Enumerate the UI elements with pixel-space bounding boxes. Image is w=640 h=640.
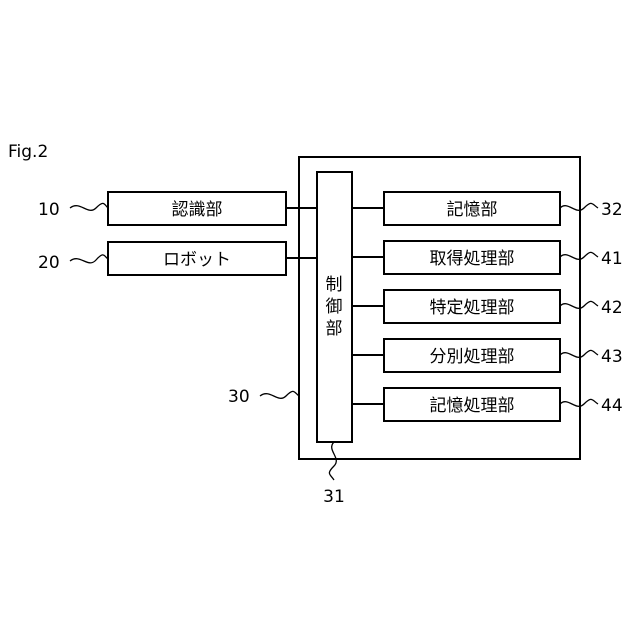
ref-43: 43 (601, 347, 623, 367)
acquisition-processing-unit-label: 取得処理部 (430, 249, 515, 269)
control-unit-char-3: 部 (326, 319, 343, 339)
leader-30 (260, 391, 299, 398)
identification-processing-unit-label: 特定処理部 (430, 298, 515, 318)
ref-42: 42 (601, 298, 623, 318)
storage-unit-label: 記憶部 (447, 200, 498, 220)
ref-30: 30 (228, 387, 250, 407)
ref-10: 10 (38, 200, 60, 220)
storage-processing-unit-label: 記憶処理部 (430, 396, 515, 416)
recognition-unit-label: 認識部 (172, 200, 223, 220)
robot-label: ロボット (163, 250, 231, 270)
leader-10 (70, 203, 108, 210)
sorting-processing-unit-label: 分別処理部 (430, 347, 515, 367)
ref-32: 32 (601, 200, 623, 220)
ref-31: 31 (323, 487, 345, 507)
control-unit-char-2: 御 (326, 297, 343, 317)
ref-41: 41 (601, 249, 623, 269)
figure-label: Fig.2 (8, 142, 48, 162)
control-unit-char-1: 制 (326, 275, 343, 295)
ref-20: 20 (38, 253, 60, 273)
leader-20 (70, 255, 108, 263)
ref-44: 44 (601, 396, 623, 416)
